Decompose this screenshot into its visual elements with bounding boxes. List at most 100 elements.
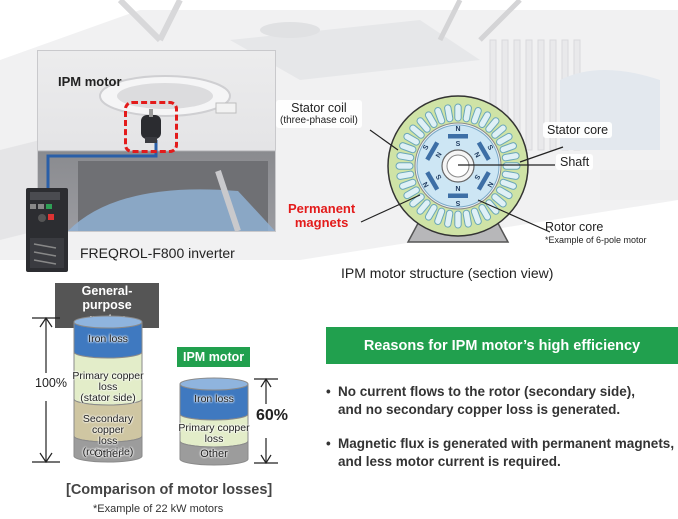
loss-comparison-note: *Example of 22 kW motors <box>93 503 224 515</box>
coil-slot <box>499 178 517 190</box>
coil-slot <box>444 209 454 228</box>
pole-letter: N <box>472 151 481 159</box>
coil-slot <box>399 178 417 190</box>
inverter-label: FREQROL-F800 inverter <box>80 245 235 261</box>
permanent-magnets-line1: Permanent <box>288 201 356 216</box>
coil-slot <box>478 111 492 128</box>
coil-slot <box>424 204 438 221</box>
coil-slot <box>491 124 507 139</box>
factory-photo-illustration <box>68 75 275 232</box>
ipm-segment-other: Other <box>178 448 250 461</box>
general-purpose-tag-line1: General-purpose <box>81 284 133 312</box>
coil-slot <box>454 210 462 229</box>
coil-slot <box>396 152 415 162</box>
reason-1-line2: and no secondary copper loss is generate… <box>338 402 621 418</box>
coil-slot <box>496 132 513 146</box>
ipm-other-text: Other <box>200 448 228 460</box>
coil-slot <box>462 104 472 123</box>
coil-slot <box>462 209 472 228</box>
pole-letter: S <box>455 199 460 206</box>
shaft-inner <box>446 154 470 178</box>
coil-slot <box>454 103 462 122</box>
coil-slot <box>396 170 415 180</box>
stator-coil-slots <box>395 103 521 229</box>
permanent-magnets-label: Permanent magnets <box>288 202 355 229</box>
general-purpose-loss-cylinder <box>73 315 143 463</box>
magnet-bar <box>476 141 491 161</box>
gp-segment-secondary-copper: Secondary copper loss (rotor side) <box>68 413 148 459</box>
coil-slot <box>491 193 507 208</box>
structure-caption: IPM motor structure (section view) <box>341 265 554 281</box>
coil-slot <box>499 142 517 154</box>
coil-slot <box>501 152 520 162</box>
pole-letter: S <box>456 141 461 148</box>
reason-1-line1: No current flows to the rotor (secondary… <box>338 384 636 399</box>
permanent-magnets-line2: magnets <box>294 214 349 230</box>
ipm-primary-line2: loss <box>204 433 224 446</box>
ipm-iron-loss-text: Iron loss <box>194 393 234 405</box>
coil-slot <box>478 204 492 221</box>
pole-letter: S <box>435 173 444 181</box>
magnet-bar <box>476 171 491 191</box>
bullet-icon: • <box>326 384 331 399</box>
gp-secondary-line2: loss <box>98 435 118 448</box>
gp-secondary-line1: Secondary copper <box>82 413 134 437</box>
cylinder-top <box>73 315 143 329</box>
coil-slot <box>470 207 482 225</box>
coil-slot <box>399 142 417 154</box>
gp-iron-loss-text: Iron loss <box>88 333 128 345</box>
coil-slot <box>409 124 425 139</box>
shaft-label: Shaft <box>556 154 594 171</box>
stator-coil-label: Stator coil (three-phase coil) <box>276 100 362 128</box>
ipm-segment-primary-copper: Primary copper loss <box>176 422 252 446</box>
reasons-header: Reasons for IPM motor’s high efficiency <box>326 327 678 364</box>
pole-letter: N <box>455 184 460 191</box>
pole-letter: N <box>485 180 494 188</box>
general-purpose-total: 100% <box>35 376 67 390</box>
coil-slot <box>434 207 446 225</box>
rotor-core-label: Rotor core <box>545 220 604 234</box>
stator-coil-subtext: (three-phase coil) <box>280 115 358 127</box>
ipm-motor-scene-label: IPM motor <box>58 74 122 89</box>
ipm-motor-tag: IPM motor <box>177 347 251 367</box>
magnet-bar <box>448 193 468 198</box>
ipm-primary-line1: Primary copper <box>178 422 250 434</box>
pole-letter: S <box>472 173 481 181</box>
magnet: NS <box>448 126 468 148</box>
cylinder-top <box>179 377 249 391</box>
gp-segment-primary-copper: Primary copper loss (stator side) <box>72 370 144 405</box>
magnet: SN <box>472 141 494 161</box>
coil-slot <box>444 104 454 123</box>
magnet: NS <box>422 171 444 191</box>
coil-slot <box>395 162 414 170</box>
ipm-motor-highlight <box>124 101 178 153</box>
pole-letter: S <box>485 144 494 152</box>
pole-note: *Example of 6-pole motor <box>545 235 647 245</box>
magnet: SN <box>422 141 444 161</box>
pole-letter: N <box>435 151 444 159</box>
magnet-bar <box>448 134 468 139</box>
ipm-loss-cylinder <box>179 377 249 466</box>
gp-segment-iron-loss: Iron loss <box>72 333 144 345</box>
reason-2-line2: and less motor current is required. <box>338 454 561 470</box>
coil-slot <box>424 111 438 128</box>
coil-slot <box>403 186 420 200</box>
coil-slot <box>485 117 500 133</box>
coil-slot <box>501 170 520 180</box>
ipm-segment-iron-loss: Iron loss <box>178 393 250 405</box>
cylinder-segment <box>179 440 249 466</box>
gp-primary-line3: (stator side) <box>80 392 136 405</box>
magnet: SN <box>448 184 468 206</box>
cylinder-segment <box>73 435 143 463</box>
loss-comparison-caption: [Comparison of motor losses] <box>66 482 273 498</box>
magnet-bar <box>425 141 440 161</box>
coil-slot <box>434 107 446 125</box>
magnet-bar <box>425 171 440 191</box>
bullet-icon: • <box>326 436 331 451</box>
pole-letter: N <box>422 180 431 188</box>
gp-primary-line1: Primary copper <box>72 370 144 382</box>
pole-letter: N <box>455 126 460 133</box>
magnet: NS <box>472 171 494 191</box>
gp-secondary-line3: (rotor side) <box>82 446 134 459</box>
